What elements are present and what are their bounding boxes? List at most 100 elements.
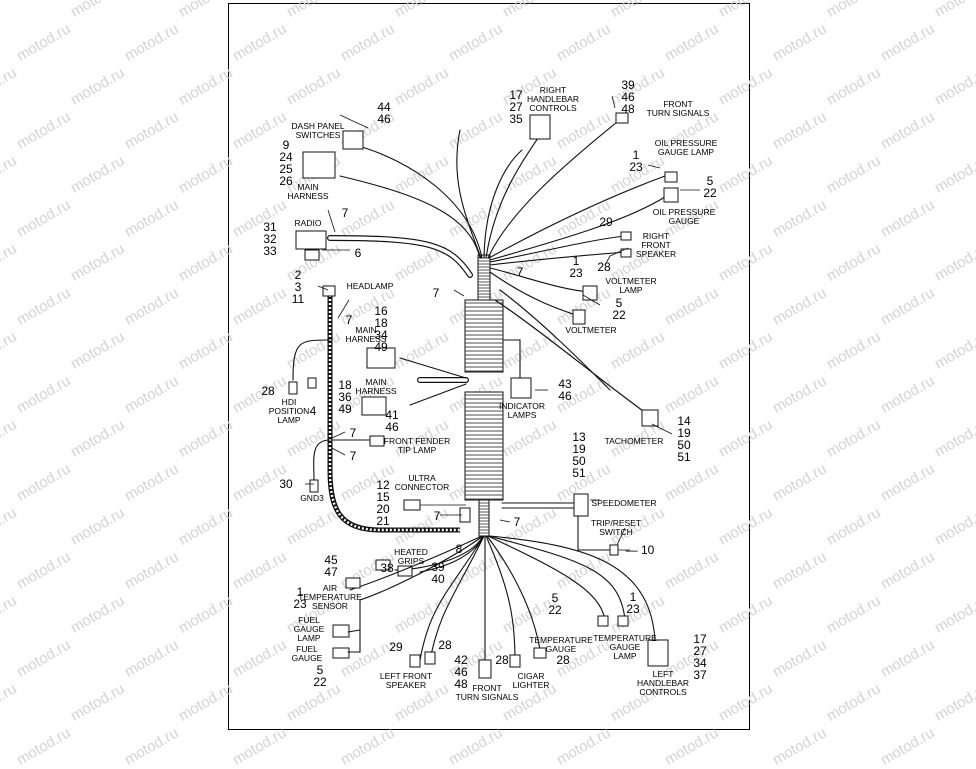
ref-trunk-7-right: 7 xyxy=(516,265,524,279)
wire-fuel-lamp-tap xyxy=(347,629,361,633)
right-front-speaker-label: RIGHT xyxy=(642,231,670,241)
ref-speedometer: 13 xyxy=(572,430,586,444)
trip-reset-switch-label: TRIP/RESET xyxy=(590,518,642,528)
tachometer-connector xyxy=(641,409,659,427)
heated-grips-connector-b xyxy=(397,565,413,577)
left-speaker-connector-b xyxy=(424,651,436,665)
leader-line xyxy=(616,527,626,546)
ref-fuel-gauge: 5 xyxy=(316,663,324,677)
voltmeter-lamp-connector xyxy=(582,285,598,301)
ultra-connector-box xyxy=(403,499,421,511)
ref-headlamp: 2 xyxy=(294,268,302,282)
ref-oil-lamp: 1 xyxy=(632,148,640,162)
ref-front-signals-top: 46 xyxy=(621,90,635,104)
ref-main-harness-lower: 18 xyxy=(338,378,352,392)
ref-voltmeter: 22 xyxy=(612,308,626,322)
hdi-position-lamp-label: LAMP xyxy=(277,415,301,425)
wire-main-harness-lower xyxy=(409,383,467,406)
leader-line xyxy=(331,447,346,456)
ref-left-handlebar: 37 xyxy=(693,668,707,682)
ref-voltmeter: 5 xyxy=(615,296,623,310)
speedometer-connector xyxy=(573,493,589,517)
indicator-lamps-label: LAMPS xyxy=(507,410,537,420)
right-handlebar-connector xyxy=(529,114,551,140)
front-fender-tip-lamp-label: FRONT FENDER xyxy=(383,436,451,446)
front-turn-top-connector xyxy=(615,112,629,124)
ref-temp-gauge-28: 28 xyxy=(556,653,570,667)
voltmeter-lamp-label: VOLTMETER xyxy=(605,276,657,286)
main-trunk-lower xyxy=(464,391,504,501)
air-temperature-sensor-label: TEMPERATURE xyxy=(298,592,362,602)
ref-radio: 32 xyxy=(263,232,277,246)
ref-heated-grips-38: 38 xyxy=(380,561,394,575)
ref-front-signals-bottom: 42 xyxy=(454,653,468,667)
temperature-gauge-lamp-label: GAUGE xyxy=(609,642,641,652)
ref-fuel-gauge: 22 xyxy=(313,675,327,689)
wire-left-handlebar xyxy=(489,535,656,641)
ref-left-handlebar: 17 xyxy=(693,632,707,646)
ref-speedometer: 50 xyxy=(572,454,586,468)
leader-line xyxy=(647,164,661,169)
left-handlebar-controls-label: CONTROLS xyxy=(639,687,687,697)
leader-line xyxy=(317,285,329,291)
wire-main-harness-mid xyxy=(399,357,467,379)
oil-lamp-connector xyxy=(664,171,678,183)
leader-line xyxy=(651,423,673,435)
ultra-connector-label: ULTRA xyxy=(408,473,436,483)
dash-panel-switches-label: DASH PANEL xyxy=(291,121,345,131)
ref-radio-7: 7 xyxy=(341,206,349,220)
trip-reset-switch-label: SWITCH xyxy=(599,527,633,537)
radio-connector xyxy=(304,249,320,261)
ref-temp-lamp-right: 23 xyxy=(626,602,640,616)
speedometer-label: SPEEDOMETER xyxy=(591,498,657,508)
main-harness-mid-connector xyxy=(366,347,396,369)
ref-front-signals-top: 48 xyxy=(621,102,635,116)
left-handlebar-controls-label: LEFT xyxy=(652,669,674,679)
radio-cable-inner xyxy=(328,236,472,277)
ref-tachometer: 19 xyxy=(677,426,691,440)
oil-gauge-connector xyxy=(663,187,679,203)
wire-hdi xyxy=(292,339,331,381)
wiring-diagram xyxy=(288,95,700,679)
wire-indicator xyxy=(502,339,521,379)
leader-line xyxy=(331,431,346,439)
voltmeter-lamp-label: LAMP xyxy=(619,285,643,295)
ref-ultra: 12 xyxy=(376,478,390,492)
ref-indicator: 43 xyxy=(558,377,572,391)
air-temperature-sensor-label: AIR xyxy=(322,583,338,593)
wire-main-harness-top xyxy=(339,175,481,259)
ref-main-harness-top: 25 xyxy=(279,162,293,176)
ref-headlamp: 3 xyxy=(294,280,302,294)
front-turn-signals-top-label: FRONT xyxy=(663,99,693,109)
main-harness-top-connector xyxy=(302,151,336,179)
left-handlebar-controls-label: HANDLEBAR xyxy=(637,678,689,688)
right-front-speaker-label: FRONT xyxy=(641,240,671,250)
wire-left-speaker-b xyxy=(429,535,485,661)
front-fender-tip-lamp-label: TIP LAMP xyxy=(397,445,437,455)
ref-left-speaker-29: 29 xyxy=(389,640,403,654)
headlamp-label: HEADLAMP xyxy=(346,281,394,291)
ref-dash-panel: 46 xyxy=(377,112,391,126)
front-turn-signals-top-label: TURN SIGNALS xyxy=(646,108,710,118)
main-trunk-upper xyxy=(464,299,504,373)
wire-gnd3 xyxy=(313,439,331,481)
wire-right-handlebar-a xyxy=(483,149,523,259)
left-speaker-connector-a xyxy=(409,654,421,668)
leader-line xyxy=(609,247,629,257)
ref-oil-gauge: 5 xyxy=(706,174,714,188)
ref-main-harness-lower: 36 xyxy=(338,390,352,404)
ref-trunk-7-left: 7 xyxy=(432,286,440,300)
wire-right-handlebar-b xyxy=(485,134,541,259)
leader-line xyxy=(453,289,465,297)
ref-radio: 31 xyxy=(263,220,277,234)
front-turn-signals-bottom-label: FRONT xyxy=(472,683,502,693)
left-front-speaker-label: LEFT FRONT xyxy=(379,671,433,681)
fuel-gauge-label: FUEL xyxy=(296,644,318,654)
wire-air-temp xyxy=(349,535,483,591)
ref-right-speaker-29: 29 xyxy=(599,215,613,229)
front-signals-bottom-connector xyxy=(478,659,492,679)
temperature-gauge-lamp-label: LAMP xyxy=(613,651,637,661)
wire-left-speaker-a xyxy=(419,535,485,661)
left-front-speaker-label: SPEAKER xyxy=(385,680,427,690)
ref-gnd3-30: 30 xyxy=(279,477,293,491)
